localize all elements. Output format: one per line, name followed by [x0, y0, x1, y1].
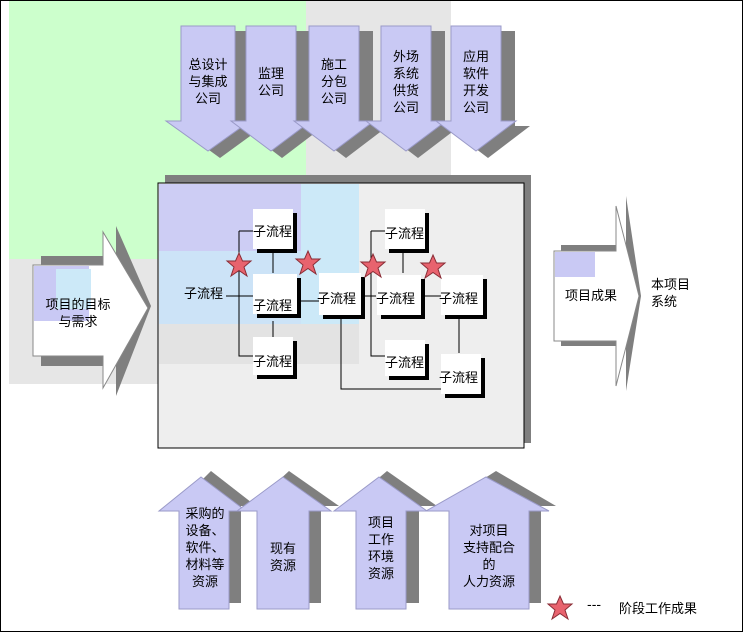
subprocess-label: 子流程	[184, 287, 224, 302]
subprocess-boxes	[253, 209, 487, 398]
legend-text: 阶段工作成果	[619, 602, 698, 617]
top-arrow-label: 监理 公司	[257, 67, 284, 99]
top-arrow-3	[292, 25, 388, 158]
legend-dashes: ---	[587, 598, 602, 613]
subprocess-label: 子流程	[439, 371, 479, 386]
top-arrow-label: 应用 软件 开发 公司	[462, 50, 489, 116]
top-arrow-4	[364, 25, 460, 158]
top-arrow-1	[164, 25, 264, 158]
top-arrow-label: 总设计 与集成 公司	[188, 58, 228, 107]
connector-lines	[226, 230, 460, 390]
subprocess-label: 子流程	[385, 227, 425, 242]
subprocess-label: 子流程	[376, 292, 416, 307]
input-arrow	[32, 226, 151, 396]
subprocess-label: 子流程	[253, 225, 293, 240]
bottom-arrow-3	[332, 471, 437, 610]
bottom-arrow-label: 对项目 支持配合 的 人力资源	[462, 524, 515, 590]
bottom-arrow-label: 采购的 设备、 软件、 材料等 资源	[185, 507, 225, 590]
top-arrow-5	[434, 25, 530, 158]
input-arrow-label: 项目的目标 与需求	[45, 298, 111, 330]
output-arrow-label: 项目成果	[564, 289, 617, 304]
legend-star-icon	[547, 595, 573, 620]
bottom-arrow-1	[157, 471, 256, 610]
subprocess-label: 子流程	[253, 299, 293, 314]
output-arrow	[553, 196, 641, 391]
bottom-arrow-label: 现有 资源	[269, 542, 296, 574]
subprocess-label: 子流程	[385, 356, 425, 371]
result-text: 本项目 系统	[651, 278, 691, 310]
bottom-arrow-2	[235, 471, 339, 610]
top-arrow-label: 施工 分包 公司	[320, 58, 347, 107]
top-arrow-label: 外场 系统 供货 公司	[392, 50, 419, 116]
bottom-arrow-label: 项目 工作 环境 资源	[367, 516, 394, 582]
subprocess-label: 子流程	[317, 292, 357, 307]
subprocess-label: 子流程	[439, 292, 479, 307]
subprocess-label: 子流程	[253, 355, 293, 370]
bottom-arrow-4	[424, 471, 556, 610]
